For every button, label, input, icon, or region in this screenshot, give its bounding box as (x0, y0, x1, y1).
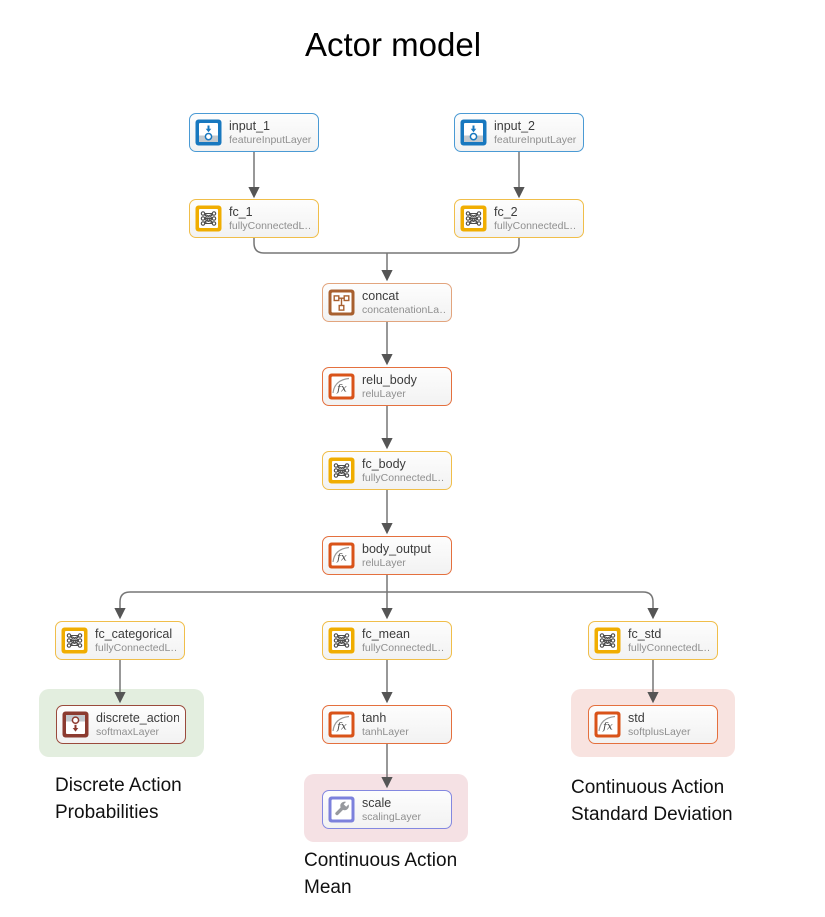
fully-connected-icon (328, 627, 355, 654)
layer-name: scale (362, 797, 392, 810)
layer-type: softplusLayer (628, 726, 691, 737)
diagram-title: Actor model (304, 26, 482, 63)
fully-connected-icon (328, 457, 355, 484)
layer-name: input_2 (494, 120, 536, 133)
layer-type: reluLayer (362, 388, 406, 399)
scaling-icon (328, 796, 355, 823)
node-discrete-action-softmax[interactable]: discrete_action_psoftmaxLayer (56, 705, 186, 744)
layer-type: fullyConnectedL… (362, 472, 445, 483)
fully-connected-icon (195, 205, 222, 232)
layer-type: fullyConnectedL… (95, 642, 178, 653)
layer-name: fc_std (628, 628, 662, 641)
caption-continuous-action-standard-deviation: Continuous Action Standard Deviation (571, 777, 733, 825)
edge-fc2-merge (387, 238, 520, 254)
concatenation-icon (328, 289, 355, 316)
svg-text:fx: fx (336, 721, 347, 733)
layer-name: fc_mean (362, 628, 410, 641)
layer-name: body_output (362, 543, 431, 556)
fully-connected-icon (460, 205, 487, 232)
layer-type: tanhLayer (362, 726, 409, 737)
layer-type: fullyConnectedL… (494, 220, 577, 231)
layer-type: featureInputLayer (494, 134, 577, 145)
layer-name: std (628, 712, 645, 725)
fully-connected-icon (61, 627, 88, 654)
edge-fc1-merge (253, 238, 387, 254)
layer-type: featureInputLayer (229, 134, 312, 145)
layer-name: relu_body (362, 374, 417, 387)
layer-name: fc_body (362, 458, 406, 471)
fx-icon: fx (328, 542, 355, 569)
caption-continuous-action-mean: Continuous Action Mean (304, 850, 458, 898)
layer-name: concat (362, 290, 399, 303)
feature-input-icon (195, 119, 222, 146)
layer-type: concatenationLa… (362, 304, 445, 315)
layer-name: fc_2 (494, 206, 518, 219)
layer-type: softmaxLayer (96, 726, 160, 737)
feature-input-icon (460, 119, 487, 146)
layer-name: fc_categorical (95, 628, 173, 641)
layer-type: scalingLayer (362, 811, 421, 822)
layer-type: fullyConnectedL… (628, 642, 711, 653)
svg-text:fx: fx (336, 552, 347, 564)
edge-branch-right (387, 591, 659, 620)
fully-connected-icon (594, 627, 621, 654)
svg-text:fx: fx (336, 383, 347, 395)
svg-text:fx: fx (602, 721, 613, 733)
caption-discrete-action-probabilities: Discrete Action Probabilities (55, 775, 182, 823)
softmax-icon (62, 711, 89, 738)
layer-name: fc_1 (229, 206, 253, 219)
layer-name: tanh (362, 712, 387, 725)
edge-branch-left (114, 591, 387, 620)
layer-name: input_1 (229, 120, 271, 133)
layer-name: discrete_action_p (96, 712, 179, 725)
fx-icon: fx (328, 373, 355, 400)
fx-icon: fx (594, 711, 621, 738)
layer-type: reluLayer (362, 557, 406, 568)
layer-type: fullyConnectedL… (229, 220, 312, 231)
layer-type: fullyConnectedL… (362, 642, 445, 653)
fx-icon: fx (328, 711, 355, 738)
